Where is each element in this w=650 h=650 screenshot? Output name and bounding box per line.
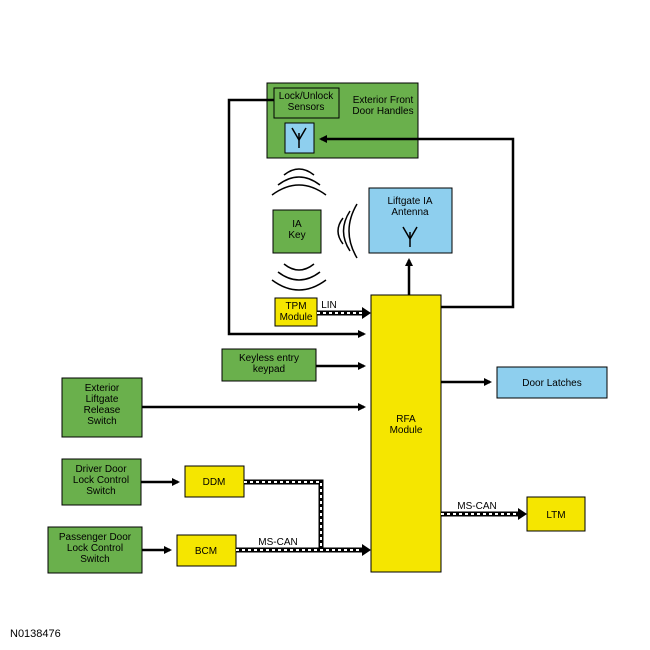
ddm-block: DDM [184, 465, 245, 498]
door-handle-antenna [284, 122, 315, 154]
door-latches-block: Door Latches [496, 366, 608, 399]
ms-can-ltm-label: MS-CAN [457, 501, 496, 512]
lin-label: LIN [321, 300, 337, 311]
bcm-label: BCM [195, 546, 217, 557]
signal-waves-icon [271, 168, 327, 196]
ddm-label: DDM [203, 477, 226, 488]
figure-id: N0138476 [10, 628, 61, 640]
door-latches-label: Door Latches [522, 378, 581, 389]
ms-can-bcm-label: MS-CAN [258, 537, 297, 548]
ltm-label: LTM [546, 510, 565, 521]
antenna-icon [291, 127, 307, 148]
rfa-to-handle-antenna-wire [319, 135, 515, 309]
bus-lines [236, 307, 527, 556]
sensor-to-rfa-wire [227, 98, 366, 338]
ltm-block: LTM [526, 496, 586, 532]
bcm-block: BCM [176, 534, 237, 567]
signal-waves-icon [337, 203, 358, 259]
antenna-icon [402, 226, 418, 247]
signal-waves-icon [271, 263, 327, 291]
wires [141, 98, 515, 554]
